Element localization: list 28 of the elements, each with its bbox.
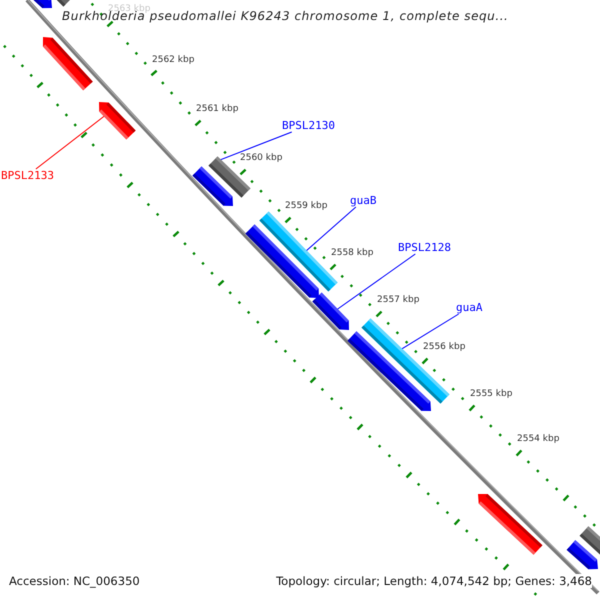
scale-label: 2561 kbp [196, 104, 238, 114]
gene-label: guaB [350, 194, 376, 207]
leader-line [337, 254, 416, 310]
gene-feature [478, 494, 543, 555]
gene-feature [566, 540, 598, 570]
scale-label: 2555 kbp [470, 389, 512, 399]
scale-label: 2562 kbp [152, 55, 194, 65]
scale-label: 2557 kbp [377, 295, 420, 305]
scale-label: 2554 kbp [517, 434, 560, 444]
scale-label: 2559 kbp [285, 201, 328, 211]
gene-feature [192, 166, 233, 206]
gene-label: BPSL2128 [398, 241, 451, 254]
scale-label: 2556 kbp [423, 342, 466, 352]
leader-line [35, 116, 105, 170]
gene-feature [42, 37, 93, 91]
gene-label: guaA [456, 301, 482, 314]
leader-line [401, 314, 460, 350]
leader-line [306, 206, 356, 252]
accession-text: Accession: NC_006350 [9, 574, 140, 588]
gene-label: BPSL2133 [1, 169, 54, 182]
leader-line [220, 132, 292, 160]
sequence-info-text: Topology: circular; Length: 4,074,542 bp; Genes: 3,468 [276, 574, 592, 588]
gene-feature [99, 102, 136, 140]
gene-label: BPSL2130 [282, 119, 335, 132]
scale-label: 2558 kbp [331, 248, 374, 258]
gene-feature [245, 224, 319, 298]
gene-feature [312, 292, 349, 330]
scale-label: 2560 kbp [240, 153, 282, 163]
